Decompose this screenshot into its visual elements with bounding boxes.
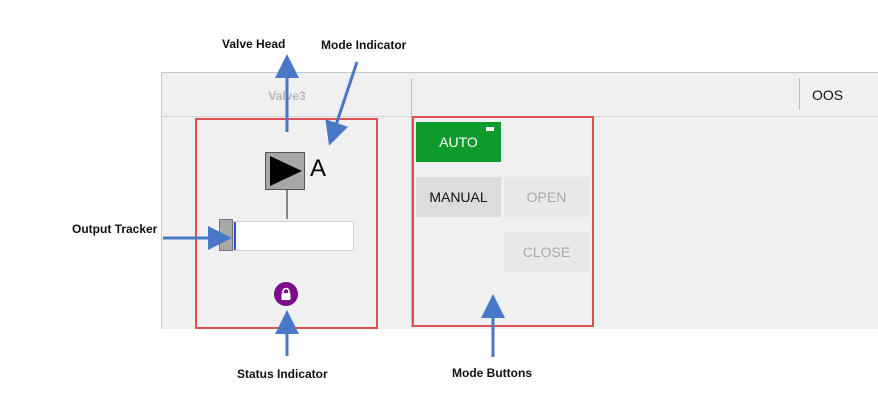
section-divider: [411, 78, 412, 328]
valve-faceplate: Valve3 OOS A AUTO MANUAL OPEN CLOSE: [161, 72, 878, 329]
close-button[interactable]: CLOSE: [504, 232, 589, 272]
status-indicator-annotation: Status Indicator: [237, 367, 328, 381]
status-indicator: [274, 282, 298, 306]
mode-indicator-annotation: Mode Indicator: [321, 38, 407, 52]
open-button-label: OPEN: [526, 189, 567, 205]
manual-button[interactable]: MANUAL: [416, 177, 501, 217]
close-button-label: CLOSE: [522, 244, 571, 260]
open-button[interactable]: OPEN: [504, 177, 589, 217]
manual-button-label: MANUAL: [429, 189, 488, 205]
mode-buttons-annotation: Mode Buttons: [452, 366, 532, 380]
valve-head-annotation: Valve Head: [222, 37, 286, 51]
auto-button-label: AUTO: [439, 134, 478, 150]
valve-stem: [286, 190, 288, 219]
mode-indicator: A: [310, 155, 327, 182]
mode-buttons-highlight: [412, 116, 594, 327]
valve-head[interactable]: [265, 152, 305, 190]
play-triangle-icon: [270, 156, 302, 186]
auto-button[interactable]: AUTO: [416, 122, 501, 162]
oos-button[interactable]: OOS: [812, 87, 844, 103]
output-tracker-annotation: Output Tracker: [72, 222, 158, 236]
output-tracker: [233, 221, 354, 251]
active-mode-marker: [486, 127, 494, 131]
output-tracker-fill: [234, 222, 236, 250]
lock-icon: [281, 287, 291, 300]
oos-divider: [799, 78, 800, 110]
mode-indicator-arrow: [325, 61, 359, 146]
